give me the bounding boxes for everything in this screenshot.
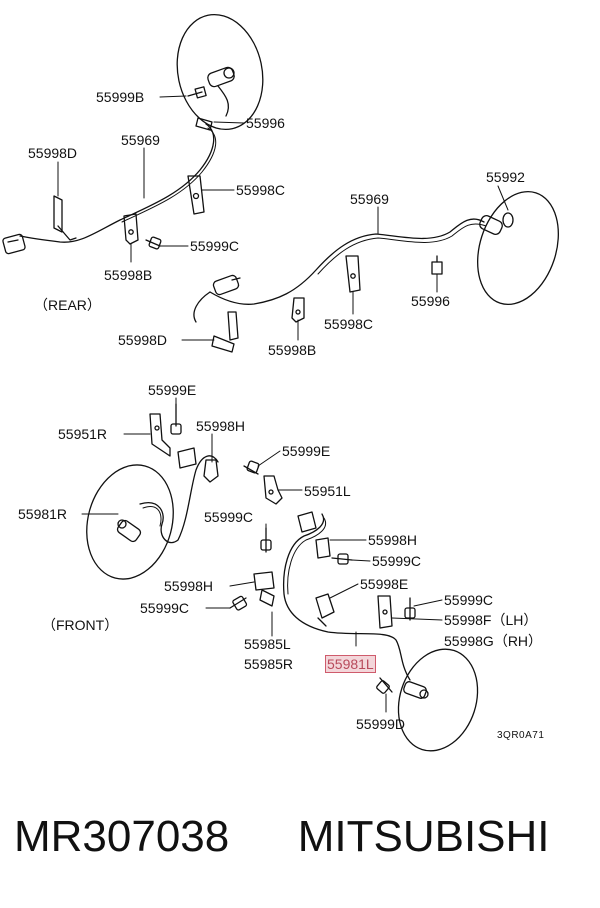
rear-right-disc [477,190,559,306]
label-55998B-right: 55998B [268,342,317,358]
brand-name: MITSUBISHI [297,812,550,861]
front-right-sensor [116,519,142,543]
rear-left-harness [19,123,215,243]
label-55999D: 55999D [356,716,406,732]
clip-55998H-left [253,571,275,607]
label-55985R: 55985R [244,656,294,672]
caption: MR307038 MITSUBISHI [14,808,550,866]
label-55998D-right: 55998D [118,332,168,348]
rear-left-connector [2,233,26,255]
leader-lines [57,95,509,713]
bolt-55999C-far [404,597,416,621]
label-55951L: 55951L [304,483,351,499]
label-55998H-top: 55998H [196,418,246,434]
rear-right-harness [209,218,485,305]
label-55981R: 55981R [18,506,68,522]
label-55999B: 55999B [96,89,145,105]
front-left-harness [282,513,411,681]
bracket-55998B-left [123,213,139,245]
front-right-harness [139,455,219,544]
label-55999C-top: 55999C [190,238,240,254]
bolt-55999C-mid [260,527,272,553]
label-55999E-mid: 55999E [282,443,331,459]
label-front: （FRONT） [42,617,119,633]
grommet-55996-right [431,261,443,275]
front-left-disc [397,648,479,752]
clip-55998D-right [211,311,239,353]
label-55985L: 55985L [244,636,291,652]
label-55999C-far: 55999C [444,592,494,608]
bracket-55998B-right [291,297,305,323]
rear-left-disc [176,13,264,131]
bolt-55999C-top [145,236,162,250]
label-55969-left: 55969 [121,132,160,148]
bracket-55951R [149,413,171,457]
bolt-55999D [376,677,393,694]
bracket-55951L [263,475,283,505]
label-55999C-right: 55999C [372,553,422,569]
clip-55998E [315,593,335,627]
clip-55998H-top [177,447,219,483]
clip-55998F-G [377,595,393,629]
label-55998G: 55998G（RH） [444,633,543,649]
label-55999C-mid: 55999C [204,509,254,525]
label-55998C-right: 55998C [324,316,374,332]
label-55998H-left: 55998H [164,578,214,594]
label-55998H-right: 55998H [368,532,418,548]
label-55999E-top: 55999E [148,382,197,398]
label-55998C-top: 55998C [236,182,286,198]
front-left-sensor [403,681,429,699]
bolt-55999E-mid [243,460,260,475]
label-55999C-left: 55999C [140,600,190,616]
label-55992: 55992 [486,169,525,185]
label-55996-right: 55996 [411,293,450,309]
front-right-disc [86,464,174,580]
part-number: MR307038 [14,812,230,861]
bracket-55998C-right [345,255,361,293]
clip-55998H-right [297,511,331,559]
bracket-55998C-top [187,175,205,215]
label-55998F: 55998F（LH） [444,612,538,628]
label-55996-top: 55996 [246,115,285,131]
label-55998D-top: 55998D [28,145,78,161]
label-55981L-highlighted: 55981L [325,655,376,673]
label-55969-right: 55969 [350,191,389,207]
label-rear: （REAR） [34,297,101,313]
bolt-55999B [187,86,207,99]
label-55998B-left: 55998B [104,267,153,283]
bolt-55999E-top [170,403,182,435]
rear-right-connector [212,274,241,296]
rear-left-sensor [207,66,235,117]
clip-55998D-left [53,195,77,241]
bolt-55999C-right [331,553,353,565]
diagram-reference-code: 3QR0A71 [497,730,545,741]
label-55998E: 55998E [360,576,409,592]
grommet-55996-top [195,117,213,131]
label-55951R: 55951R [58,426,108,442]
bolt-55999C-left [229,595,248,611]
